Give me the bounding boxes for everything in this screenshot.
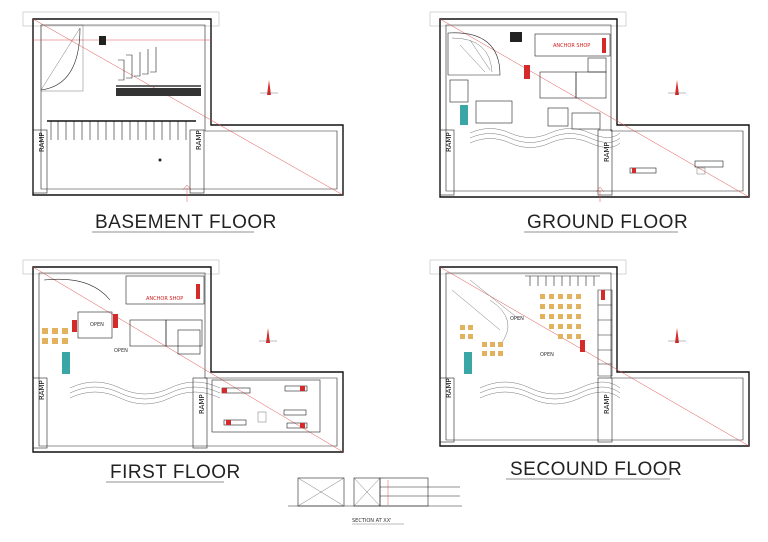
parking-stalls [99, 36, 201, 96]
first-floor-title: FIRST FLOOR [110, 462, 241, 483]
basement-floor-title: BASEMENT FLOOR [95, 212, 277, 233]
second-open-label-a: OPEN [510, 316, 524, 322]
section-title: SECTION AT XX' [352, 518, 392, 524]
ground-floor-title: GROUND FLOOR [527, 212, 688, 233]
basement-ramp-left-label: RAMP [38, 132, 46, 152]
second-open-label-b: OPEN [540, 352, 554, 358]
north-arrow-icon [259, 328, 277, 343]
basement-ramp-right-label: RAMP [195, 130, 203, 150]
ground-anchor-shop-label: ANCHOR SHOP [553, 43, 590, 49]
first-open-label-a: OPEN [90, 322, 104, 328]
north-arrow-icon [668, 80, 686, 95]
first-open-label-b: OPEN [114, 348, 128, 354]
basement-floor-plan: RAMP RAMP BASEMENT FLOOR [22, 11, 344, 233]
ground-anchor-shop [534, 33, 611, 57]
north-arrow-icon [668, 328, 686, 343]
first-anchor-shop-label: ANCHOR SHOP [146, 296, 183, 302]
first-anchor-shop [125, 275, 205, 305]
first-floor-plan: ANCHOR SHOP OPEN OPEN RAMP RAMP [22, 259, 344, 483]
second-floor-title: SECOUND FLOOR [510, 459, 682, 480]
first-seating-area [42, 328, 68, 344]
ground-ramp-left-label: RAMP [445, 132, 453, 152]
second-ramp-left-label: RAMP [445, 378, 453, 398]
ground-ramp-right-label: RAMP [603, 142, 611, 162]
first-ramp-right-label: RAMP [198, 394, 206, 414]
first-ramp-left-label: RAMP [38, 380, 46, 400]
second-ramp-right-label: RAMP [603, 394, 611, 414]
second-seating-area [460, 294, 581, 356]
section-drawing: SECTION AT XX' [288, 477, 462, 525]
second-floor-plan: OPEN OPEN [429, 259, 750, 480]
ground-floor-plan: ANCHOR SHOP RAMP RAMP GROUND FLOOR [429, 11, 750, 233]
north-arrow-icon [260, 80, 278, 95]
